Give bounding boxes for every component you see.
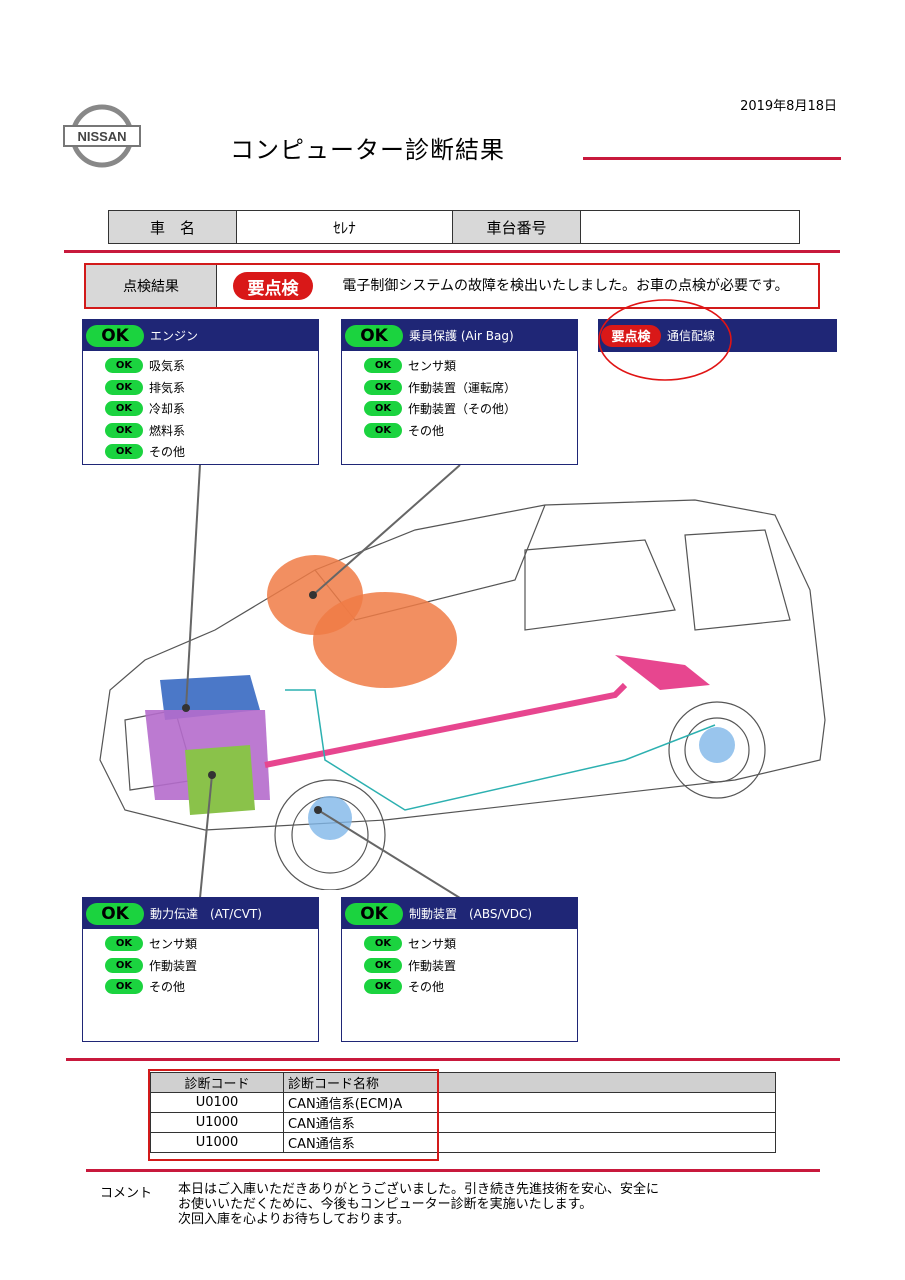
transmission-panel-title: 動力伝達 (AT/CVT) bbox=[150, 907, 262, 921]
code-cell: U0100 bbox=[150, 1092, 284, 1113]
comment-line: 本日はご入庫いただきありがとうございました。引き続き先進技術を安心、安全に bbox=[178, 1182, 660, 1197]
page-title: コンピューター診断結果 bbox=[230, 136, 505, 164]
divider bbox=[64, 250, 840, 253]
ok-badge: OK bbox=[105, 401, 143, 417]
brake-panel-title: 制動装置 (ABS/VDC) bbox=[409, 907, 533, 921]
item-label: 作動装置（運転席） bbox=[408, 380, 517, 395]
airbag-panel-title: 乗員保護 (Air Bag) bbox=[409, 329, 514, 343]
brake-status-badge: OK bbox=[345, 902, 403, 925]
item-label: 排気系 bbox=[149, 380, 186, 395]
ok-badge: OK bbox=[364, 979, 402, 995]
divider bbox=[66, 1058, 840, 1061]
item-label: 吸気系 bbox=[149, 359, 186, 374]
code-highlight-box bbox=[148, 1069, 439, 1161]
item-label: センサ類 bbox=[149, 937, 198, 952]
comment-label: コメント bbox=[100, 1186, 153, 1201]
divider bbox=[86, 1169, 820, 1172]
item-label: その他 bbox=[149, 980, 186, 995]
list-item: OK 作動装置（運転席） bbox=[364, 377, 577, 399]
diagnostic-code-table: 診断コード 診断コード名称 U0100 CAN通信系(ECM)A U1000 C… bbox=[150, 1072, 776, 1153]
list-item: OK 燃料系 bbox=[105, 420, 318, 442]
alert-circle-annotation bbox=[598, 299, 732, 381]
table-row: U1000 CAN通信系 bbox=[150, 1132, 776, 1153]
item-label: 作動装置（その他） bbox=[408, 402, 517, 417]
item-label: 作動装置 bbox=[408, 958, 457, 973]
ok-badge: OK bbox=[105, 358, 143, 374]
comment-line: 次回入庫を心よりお待ちしております。 bbox=[178, 1212, 410, 1227]
brake-panel: OK 制動装置 (ABS/VDC) OK センサ類 OK 作動装置 OK その他 bbox=[341, 897, 578, 1042]
item-label: その他 bbox=[149, 445, 186, 460]
ok-badge: OK bbox=[105, 444, 143, 460]
item-label: 燃料系 bbox=[149, 423, 186, 438]
result-status-badge: 要点検 bbox=[233, 272, 313, 300]
column-header: 診断コード名称 bbox=[283, 1072, 776, 1093]
engine-panel: OK エンジン OK 吸気系 OK 排気系 OK 冷却系 OK 燃料系 OK その他 bbox=[82, 319, 319, 465]
vehicle-info-table: 車 名 ｾﾚﾅ 車台番号 bbox=[108, 210, 800, 244]
wiring-panel-title: 通信配線 bbox=[667, 329, 716, 343]
ok-badge: OK bbox=[105, 979, 143, 995]
ok-badge: OK bbox=[364, 401, 402, 417]
result-label: 点検結果 bbox=[86, 265, 217, 307]
list-item: OK 排気系 bbox=[105, 377, 318, 399]
ok-badge: OK bbox=[105, 957, 143, 973]
airbag-status-badge: OK bbox=[345, 324, 403, 347]
transmission-status-badge: OK bbox=[86, 902, 144, 925]
vehicle-name-value: ｾﾚﾅ bbox=[237, 211, 453, 243]
list-item: OK 吸気系 bbox=[105, 355, 318, 377]
table-row: U0100 CAN通信系(ECM)A bbox=[150, 1092, 776, 1113]
ok-badge: OK bbox=[105, 379, 143, 395]
logo-text: NISSAN bbox=[77, 129, 126, 144]
ok-badge: OK bbox=[105, 936, 143, 952]
item-label: その他 bbox=[408, 980, 445, 995]
engine-status-badge: OK bbox=[86, 324, 144, 347]
transmission-panel: OK 動力伝達 (AT/CVT) OK センサ類 OK 作動装置 OK その他 bbox=[82, 897, 319, 1042]
list-item: OK その他 bbox=[364, 976, 577, 998]
table-row: U1000 CAN通信系 bbox=[150, 1112, 776, 1133]
wiring-status-badge: 要点検 bbox=[601, 324, 661, 347]
list-item: OK その他 bbox=[105, 976, 318, 998]
item-label: センサ類 bbox=[408, 937, 457, 952]
inspection-result-box: 点検結果 要点検 電子制御システムの故障を検出いたしました。お車の点検が必要です… bbox=[84, 263, 820, 309]
wiring-panel: 要点検 通信配線 bbox=[598, 319, 837, 352]
code-cell: U1000 bbox=[150, 1132, 284, 1153]
code-name-cell: CAN通信系(ECM)A bbox=[283, 1092, 776, 1113]
title-underline bbox=[583, 157, 841, 160]
ok-badge: OK bbox=[364, 936, 402, 952]
list-item: OK 作動装置 bbox=[105, 955, 318, 977]
ok-badge: OK bbox=[364, 957, 402, 973]
comment-text: 本日はご入庫いただきありがとうございました。引き続き先進技術を安心、安全に お使… bbox=[178, 1182, 798, 1227]
report-date: 2019年8月18日 bbox=[740, 99, 837, 114]
list-item: OK 作動装置（その他） bbox=[364, 398, 577, 420]
list-item: OK 冷却系 bbox=[105, 398, 318, 420]
list-item: OK センサ類 bbox=[364, 933, 577, 955]
list-item: OK その他 bbox=[105, 441, 318, 463]
nissan-logo: NISSAN bbox=[62, 104, 142, 168]
list-item: OK センサ類 bbox=[364, 355, 577, 377]
ok-badge: OK bbox=[364, 358, 402, 374]
list-item: OK 作動装置 bbox=[364, 955, 577, 977]
item-label: 作動装置 bbox=[149, 958, 198, 973]
result-message: 電子制御システムの故障を検出いたしました。お車の点検が必要です。 bbox=[342, 277, 789, 294]
code-name-cell: CAN通信系 bbox=[283, 1132, 776, 1153]
ok-badge: OK bbox=[364, 379, 402, 395]
chassis-number-label: 車台番号 bbox=[453, 211, 581, 243]
engine-panel-title: エンジン bbox=[150, 329, 199, 343]
list-item: OK その他 bbox=[364, 420, 577, 442]
item-label: その他 bbox=[408, 423, 445, 438]
code-name-cell: CAN通信系 bbox=[283, 1112, 776, 1133]
item-label: 冷却系 bbox=[149, 402, 186, 417]
vehicle-name-label: 車 名 bbox=[109, 211, 237, 243]
comment-line: お使いいただくために、今後もコンピューター診断を実施いたします。 bbox=[178, 1197, 593, 1212]
list-item: OK センサ類 bbox=[105, 933, 318, 955]
airbag-panel: OK 乗員保護 (Air Bag) OK センサ類 OK 作動装置（運転席） OK 作… bbox=[341, 319, 578, 465]
item-label: センサ類 bbox=[408, 359, 457, 374]
ok-badge: OK bbox=[105, 422, 143, 438]
ok-badge: OK bbox=[364, 422, 402, 438]
column-header: 診断コード bbox=[150, 1072, 284, 1093]
